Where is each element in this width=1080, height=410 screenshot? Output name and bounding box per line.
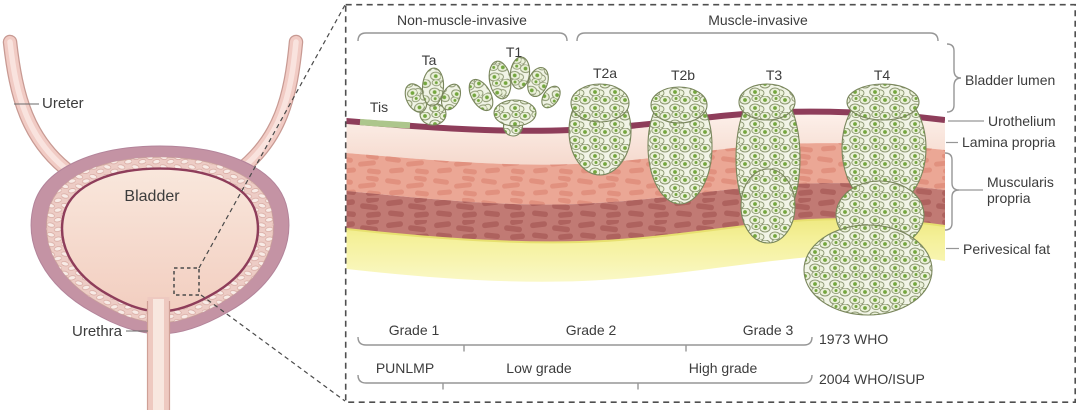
layer-label-urothelium: Urothelium xyxy=(988,113,1056,129)
grade-label-grade-2: Grade 2 xyxy=(565,322,617,338)
stage-label-t3: T3 xyxy=(765,67,783,83)
ureter-left-tube xyxy=(2,34,79,181)
tumor-t2b xyxy=(647,86,713,205)
zoom-callout-line-top xyxy=(198,4,346,269)
panel-brackets xyxy=(357,32,984,390)
tumor-ta xyxy=(404,67,462,126)
tumor-t4 xyxy=(803,83,933,316)
grade-label-grade-1: Grade 1 xyxy=(388,322,440,338)
tumor-t2a xyxy=(568,83,632,176)
stage-label-ta: Ta xyxy=(421,52,437,68)
tumor-shapes xyxy=(404,56,933,316)
tumor-t1 xyxy=(468,56,561,137)
layer-label-perivesical-fat: Perivesical fat xyxy=(963,241,1051,257)
grade-label-grade-3: Grade 3 xyxy=(742,322,794,338)
bracket-who-2004 xyxy=(357,374,813,384)
tumor-t3 xyxy=(735,83,801,244)
layer-label-muscularis-propria: Muscularis propria xyxy=(987,174,1054,206)
bracket-muscle-invasive xyxy=(576,32,939,42)
stage-label-tis: Tis xyxy=(369,99,389,115)
stage-label-t1: T1 xyxy=(505,44,523,60)
ureter-right-tube xyxy=(228,34,304,181)
grading-system-1973-who: 1973 WHO xyxy=(819,331,889,347)
staging-panel xyxy=(344,3,1077,403)
stage-label-t4: T4 xyxy=(873,67,891,83)
brace-bladder-lumen xyxy=(946,43,962,113)
urethra-label: Urethra xyxy=(72,323,123,340)
grade-label-low-grade: Low grade xyxy=(506,360,572,376)
grade-label-punlmp: PUNLMP xyxy=(375,360,435,376)
bracket-who-1973 xyxy=(357,336,813,346)
bladder-label: Bladder xyxy=(124,188,180,205)
grading-system-2004-who-isup: 2004 WHO/ISUP xyxy=(819,371,925,387)
stage-label-t2a: T2a xyxy=(592,65,618,81)
layer-label-bladder-lumen: Bladder lumen xyxy=(965,72,1056,88)
urethra-tube xyxy=(146,297,171,410)
zoom-callout-line-bottom xyxy=(200,294,346,402)
perivesical-fat-layer xyxy=(346,219,945,282)
bladder-anatomy-illustration xyxy=(2,4,346,410)
stage-label-t2b: T2b xyxy=(670,67,696,83)
layer-label-lamina-propria: Lamina propria xyxy=(962,134,1056,150)
group-label-muscle-invasive: Muscle-invasive xyxy=(708,12,808,28)
ureter-label: Ureter xyxy=(42,95,84,112)
grade-label-high-grade: High grade xyxy=(688,360,758,376)
bracket-non-muscle-invasive xyxy=(357,32,568,42)
group-label-non-muscle-invasive: Non-muscle-invasive xyxy=(397,12,527,28)
tis-lesion-segment xyxy=(359,118,411,129)
